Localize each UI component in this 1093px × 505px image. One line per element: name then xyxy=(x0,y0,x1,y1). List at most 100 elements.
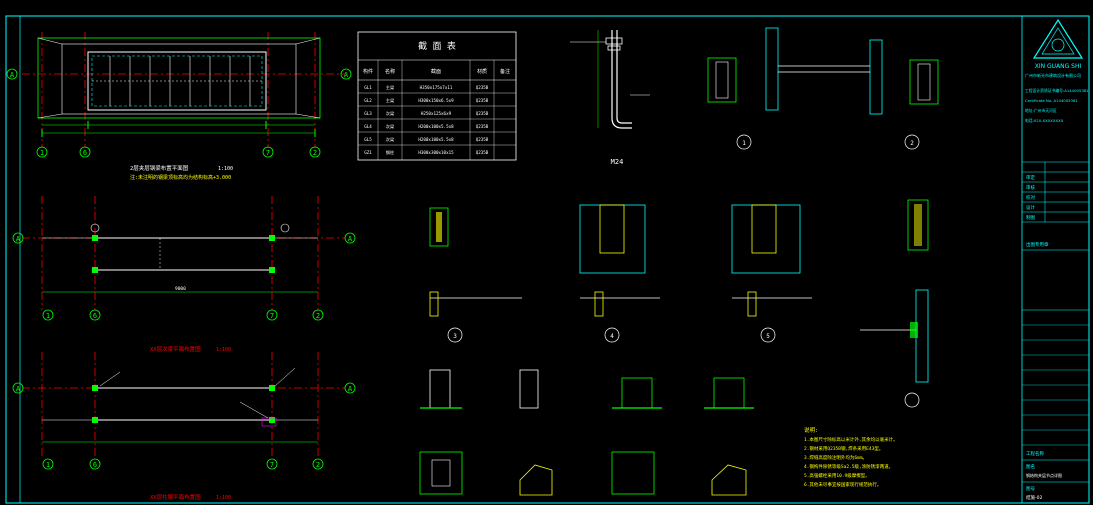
cert-line: 电话:020-XXXXXXXX xyxy=(1025,118,1064,123)
stamp-label: 出图专用章 xyxy=(1026,241,1049,248)
detail-base-plates xyxy=(419,369,754,496)
table-header-cell: 材质 xyxy=(477,68,487,75)
tb-field-label: 校对 xyxy=(1026,194,1035,201)
table-cell: Q235B xyxy=(476,98,489,103)
general-notes: 说明: 1.本图尺寸除标高以米计外,其余均以毫米计。 2.钢材采用Q235B钢,… xyxy=(804,426,898,488)
table-cell: 次梁 xyxy=(386,136,395,143)
notes-line: 5.高强螺栓采用10.9级摩擦型。 xyxy=(804,472,870,479)
drawing-name: 钢结构夹层节点详图 xyxy=(1026,472,1062,478)
drawing-name-label: 图名 xyxy=(1026,463,1035,470)
plan-1-mezzanine-beams: A A 1 6 7 2 2层夹层钢梁布置平面图 1:100 注:未注明的钢梁顶标… xyxy=(6,32,352,181)
table-cell: H200x100x5.5x8 xyxy=(418,137,454,142)
table-cell: 主梁 xyxy=(386,84,395,91)
axis-label-a: A xyxy=(348,385,353,393)
axis-label-1: 1 xyxy=(40,149,44,157)
table-cell: H200x100x5.5x8 xyxy=(418,124,454,129)
axis-label-6: 6 xyxy=(83,149,87,157)
drawing-inner-frame xyxy=(19,15,1090,504)
notes-heading: 说明: xyxy=(804,426,818,434)
table-header-cell: 构件 xyxy=(363,68,373,75)
axis-label-a: A xyxy=(16,385,21,393)
axis-label-6: 6 xyxy=(93,461,97,469)
notes-line: 4.钢构件除锈等级Sa2.5级,涂防锈漆两道。 xyxy=(804,463,893,470)
detail-number: 2 xyxy=(910,140,914,147)
axis-label-a: A xyxy=(344,71,349,79)
tb-field-label: 设计 xyxy=(1026,204,1035,211)
plan-1-note: 注:未注明的钢梁顶标高均为结构标高+3.000 xyxy=(130,174,231,181)
table-cell: 钢柱 xyxy=(386,149,395,156)
plan-4-title: XX层柱脚平面布置图 xyxy=(150,493,201,501)
tb-field-label: 审核 xyxy=(1026,184,1035,191)
table-cell: Q235B xyxy=(476,150,489,155)
table-header-cell: 截面 xyxy=(431,68,441,75)
axis-label-1: 1 xyxy=(46,461,50,469)
table-cell: GL1 xyxy=(364,85,372,90)
axis-label-a: A xyxy=(16,235,21,243)
company-cn-name: 广州市新光市建筑设计有限公司 xyxy=(1025,72,1081,78)
axis-label-7: 7 xyxy=(270,312,274,320)
plan-2-dim: 9000 xyxy=(175,286,186,292)
notes-line: 6.其他未尽事宜按国家现行规范执行。 xyxy=(804,481,881,488)
table-cell: Q235B xyxy=(476,137,489,142)
plan-4-scale: 1:100 xyxy=(216,495,231,501)
axis-label-a: A xyxy=(348,235,353,243)
plan-3-secondary-beams: A A 1 6 7 2 XX层柱脚平面布置图 1:100 xyxy=(12,352,356,501)
notes-line: 3.焊缝高度除注明外均为6mm。 xyxy=(804,454,867,461)
axis-label-7: 7 xyxy=(270,461,274,469)
detail-number: 3 xyxy=(453,333,457,340)
anchor-bolt-label: M24 xyxy=(611,158,624,166)
project-label: 工程名称 xyxy=(1026,450,1044,457)
company-en-name: XIN GUANG SHI xyxy=(1035,63,1082,70)
detail-number: 1 xyxy=(742,140,746,147)
table-header-cell: 备注 xyxy=(500,68,510,75)
table-cell: GL4 xyxy=(364,124,372,129)
axis-label-a: A xyxy=(10,71,15,79)
cert-line: 地址:广州市天河区 xyxy=(1025,108,1057,113)
table-cell: GL2 xyxy=(364,98,372,103)
notes-line: 1.本图尺寸除标高以米计外,其余均以毫米计。 xyxy=(804,436,898,443)
table-cell: 主梁 xyxy=(386,97,395,104)
table-cell: H300x300x10x15 xyxy=(418,150,454,155)
plan-3-scale: 1:100 xyxy=(216,347,231,353)
table-cell: Q235B xyxy=(476,85,489,90)
table-cell: GL3 xyxy=(364,111,372,116)
table-header-cell: 名称 xyxy=(385,68,395,75)
table-cell: H250x125x6x9 xyxy=(421,111,452,116)
table-cell: 次梁 xyxy=(386,123,395,130)
table-title: 截 面 表 xyxy=(418,40,456,52)
table-cell: GZ1 xyxy=(364,150,372,155)
axis-label-1: 1 xyxy=(46,312,50,320)
table-cell: Q235B xyxy=(476,111,489,116)
detail-connections-middle: 3 4 5 xyxy=(429,199,929,408)
plan-3-title: XX层次梁平面布置图 xyxy=(150,345,201,353)
plan-1-scale: 1:100 xyxy=(218,166,233,172)
detail-beam-column-top: 1 2 xyxy=(707,27,939,150)
axis-label-2: 2 xyxy=(316,461,320,469)
cert-line: 工程设计资质证书编号:A144005381 xyxy=(1025,88,1089,93)
notes-line: 2.钢材采用Q235B钢,焊条采用E43型。 xyxy=(804,445,883,452)
title-block: XIN GUANG SHI 广州市新光市建筑设计有限公司 工程设计资质证书编号:… xyxy=(1021,16,1089,503)
axis-label-2: 2 xyxy=(316,312,320,320)
plan-2-beam-grid: 9000 A A 1 6 7 2 XX层次梁平面布置图 1:100 xyxy=(12,196,356,353)
table-cell: Q235B xyxy=(476,124,489,129)
table-cell: GL5 xyxy=(364,137,372,142)
axis-label-2: 2 xyxy=(313,149,317,157)
table-cell: 次梁 xyxy=(386,110,395,117)
plan-1-title: 2层夹层钢梁布置平面图 xyxy=(130,164,189,172)
tb-field-label: 制图 xyxy=(1026,214,1035,221)
sheet-no: 结施-02 xyxy=(1026,494,1042,501)
table-cell: H300x150x6.5x9 xyxy=(418,98,454,103)
axis-label-6: 6 xyxy=(93,312,97,320)
anchor-bolt-detail: M24 xyxy=(570,30,650,166)
tb-field-label: 审定 xyxy=(1026,174,1035,181)
cert-line: Certificate No. A144005381 xyxy=(1025,98,1078,103)
detail-number: 4 xyxy=(610,333,614,340)
axis-label-7: 7 xyxy=(266,149,270,157)
table-cell: H350x175x7x11 xyxy=(420,85,453,90)
detail-number: 5 xyxy=(766,333,770,340)
company-logo xyxy=(1032,18,1084,59)
sheet-no-label: 图号 xyxy=(1026,486,1035,492)
